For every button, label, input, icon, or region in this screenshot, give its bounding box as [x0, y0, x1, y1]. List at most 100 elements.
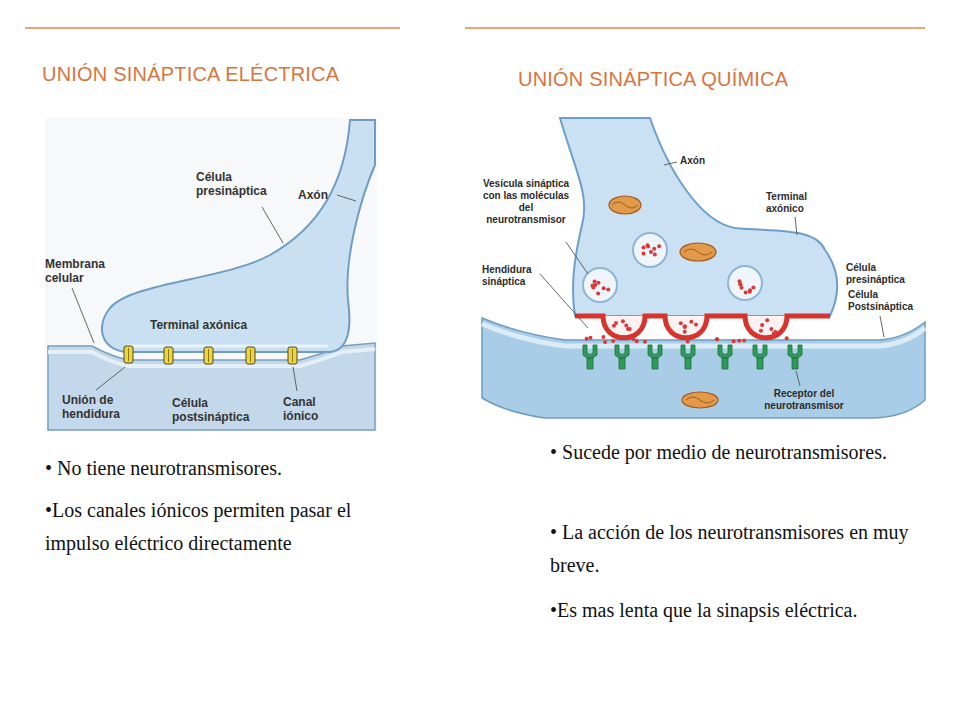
header-rule [465, 27, 925, 29]
ion-channel [246, 347, 255, 364]
ion-channel [164, 347, 173, 364]
leader-line [337, 195, 356, 201]
ion-channel [128, 348, 129, 361]
ion-channel [288, 347, 297, 364]
part-label: Axón [680, 155, 705, 167]
neurotransmitter-receptor [753, 345, 767, 369]
part-label: Vesícula sináptica con las moléculas del… [480, 178, 572, 226]
neurotransmitter-molecule [759, 329, 763, 333]
part-label: Canal iónico [283, 395, 333, 423]
part-label: Receptor del neurotransmisor [758, 388, 850, 412]
neurotransmitter-molecule [642, 252, 646, 256]
neurotransmitter-molecule [785, 336, 789, 340]
leader-line [796, 371, 800, 386]
mitochondrion [609, 196, 641, 214]
neurotransmitter-molecule [751, 286, 755, 290]
figure-ground [45, 118, 377, 432]
synaptic-vesicle [728, 266, 762, 300]
neurotransmitter-molecule [635, 339, 639, 343]
bullet-text: • La acción de los neurotransmisores en … [550, 516, 915, 582]
receptors [583, 345, 802, 369]
header-rule [25, 27, 400, 29]
part-label: Terminal axónica [150, 318, 247, 332]
ion-channel [204, 347, 213, 364]
neurotransmitter-molecule [646, 243, 650, 247]
ion-channel [124, 346, 133, 363]
mitochondrion [682, 392, 718, 408]
leader-line [293, 367, 297, 391]
neurotransmitter-receptor [583, 345, 597, 369]
neurotransmitter-molecule [694, 323, 698, 327]
leader-line [795, 217, 797, 235]
neurotransmitter-molecule [626, 327, 630, 331]
part-label: Axón [298, 188, 328, 202]
neurotransmitter-molecule [732, 339, 736, 343]
cell-membrane [127, 345, 328, 348]
part-label: Membrana celular [45, 257, 115, 285]
neurotransmitter-receptor [681, 345, 695, 369]
neurotransmitter-molecule [602, 286, 606, 290]
neurotransmitter-molecule [589, 336, 593, 340]
header-rule [25, 28, 925, 29]
ion-channel [164, 347, 173, 364]
neurotransmitter-molecule [738, 282, 742, 286]
ion-channel [288, 347, 297, 364]
mitochondrion [680, 243, 716, 261]
neurotransmitter-molecule [769, 327, 773, 331]
part-label: Célula Postsináptica [848, 289, 924, 313]
neurotransmitter-molecule [679, 321, 683, 325]
panel-heading: UNIÓN SINÁPTICA QUÍMICA [518, 68, 788, 91]
neurotransmitter-receptor [788, 345, 802, 369]
leader-line [664, 162, 677, 165]
postsynaptic-cell [482, 318, 925, 418]
leader-line [96, 367, 125, 390]
neurotransmitter-molecule [606, 287, 610, 291]
mitochondrion [684, 249, 712, 255]
mitochondrion [686, 397, 714, 403]
neurotransmitter-molecules [585, 243, 789, 344]
leader-line [566, 242, 588, 274]
neurotransmitter-molecule [601, 335, 605, 339]
neurotransmitter-molecule [612, 324, 616, 328]
panel-heading: UNIÓN SINÁPTICA ELÉCTRICA [42, 63, 339, 86]
ion-channels [124, 346, 297, 364]
neurotransmitter-molecule [715, 337, 719, 341]
ion-channel [124, 346, 133, 363]
presynaptic-membrane [575, 316, 830, 338]
leader-line [72, 288, 94, 343]
neurotransmitter-molecule [737, 339, 741, 343]
neurotransmitter-molecule [649, 250, 653, 254]
neurotransmitter-molecule [773, 330, 777, 334]
neurotransmitter-molecule [621, 319, 625, 323]
neurotransmitter-molecule [642, 245, 646, 249]
ion-channel [246, 347, 255, 364]
mitochondrion [612, 202, 638, 208]
neurotransmitter-molecule [603, 340, 607, 344]
presynaptic-cell [102, 120, 375, 352]
synaptic-vesicle [633, 233, 667, 267]
leader-line [540, 274, 588, 328]
synaptic-vesicle [583, 268, 617, 302]
presynaptic-cell [102, 120, 375, 352]
part-label: Hendidura sináptica [482, 264, 542, 288]
neurotransmitter-molecule [744, 290, 748, 294]
part-label: Terminal axónico [766, 191, 824, 215]
leader-line [72, 195, 356, 391]
bullet-text: • Sucede por medio de neurotransmisores. [550, 436, 915, 469]
part-label: Unión de hendidura [62, 393, 128, 421]
ion-channel [250, 349, 251, 362]
leader-line [880, 316, 884, 337]
neurotransmitter-receptor [718, 345, 732, 369]
neurotransmitter-molecule [657, 244, 661, 248]
neurotransmitter-receptor [615, 345, 629, 369]
neurotransmitter-molecule [715, 337, 719, 341]
bullet-text: •Los canales iónicos permiten pasar el i… [45, 494, 375, 560]
neurotransmitter-molecule [683, 330, 687, 334]
presynaptic-cell [560, 118, 837, 338]
neurotransmitter-molecule [653, 253, 657, 257]
neurotransmitter-molecule [683, 324, 687, 328]
neurotransmitter-molecule [742, 339, 746, 343]
neurotransmitter-molecule [631, 337, 635, 341]
ion-channel [168, 349, 169, 362]
